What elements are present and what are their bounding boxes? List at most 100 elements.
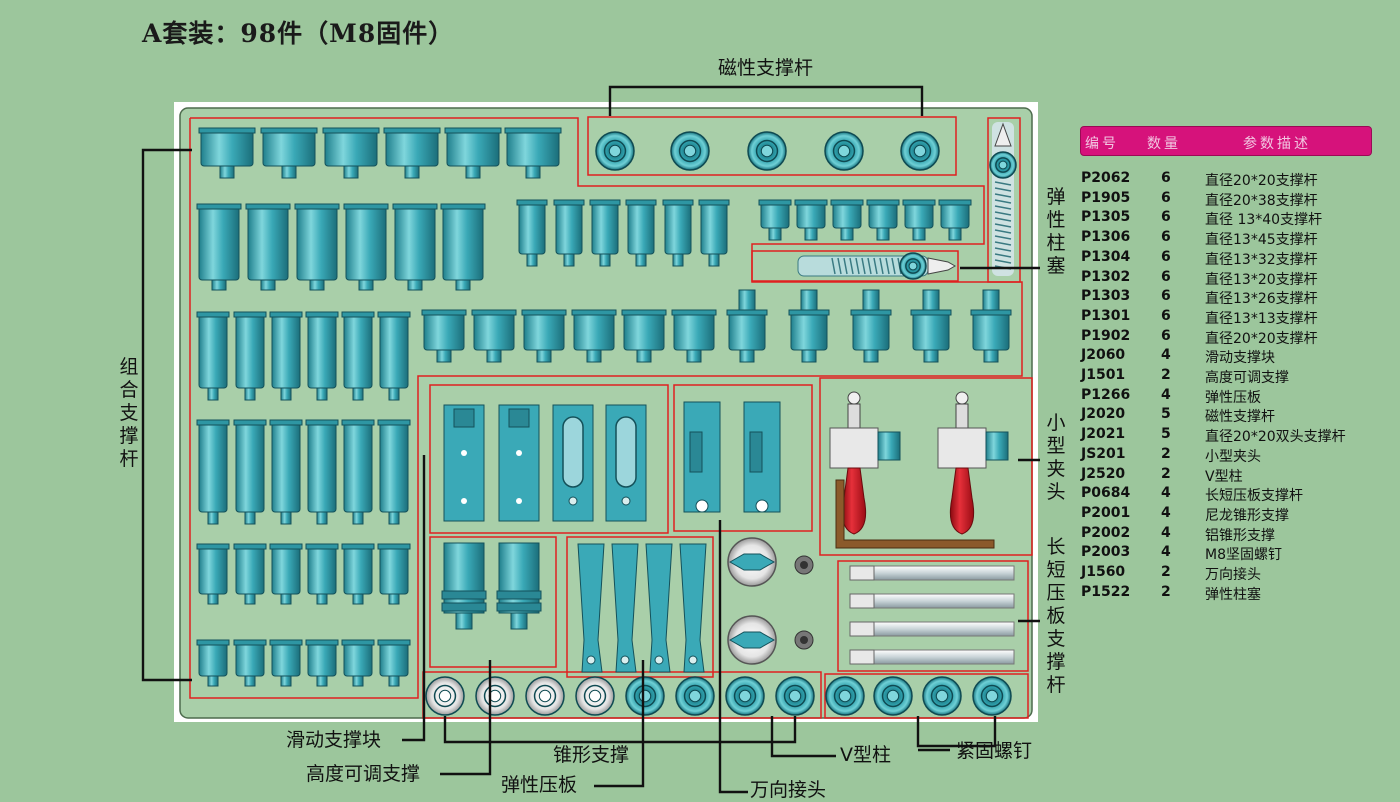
screw-socket [800,636,808,644]
part-desc: 滑动支撑块 [1205,350,1275,367]
plunger-coil [849,257,854,275]
plunger-coil [994,217,1012,222]
part-code: J2021 [1081,426,1126,443]
rod-20x20-cap [383,127,441,134]
rod-13x26-cap [662,199,694,206]
part-qty: 6 [1161,307,1171,324]
parts-layer [196,122,1017,716]
double-rod [972,309,1010,351]
rod-13x20-cap [269,639,303,646]
label-spring-plunger: 弹性柱塞 [1046,186,1066,277]
plunger-coil [994,259,1012,264]
cone-support-aluminum-hole [788,689,802,703]
part-qty: 6 [1161,327,1171,344]
rod-13x32 [343,543,373,595]
rod-13x40 [343,311,373,389]
part-code: P1305 [1081,209,1131,226]
rod-13x13-cap [902,199,936,206]
part-qty: 4 [1161,504,1171,521]
magnetic-rod-hole [683,144,697,158]
part-desc: V型柱 [1205,468,1243,485]
rod-20x20-cap [198,127,256,134]
slide-block-hole [568,496,578,506]
part-qty: 6 [1161,248,1171,265]
slide-block-head [453,408,475,428]
rod-13x26 [700,199,728,255]
v-post-groove [728,553,776,571]
plunger-coil [831,257,836,275]
universal-joint-part [749,431,763,473]
rod-20x20b [623,309,665,351]
rod-13x26 [518,199,546,255]
part-qty: 6 [1161,189,1171,206]
rod-13x45 [235,419,265,513]
plunger-ring-hole [998,160,1008,170]
rod-13x20-cap [196,639,230,646]
slide-block-slot [615,416,637,488]
rod-13x45 [307,419,337,513]
plunger-coil [994,187,1012,192]
slide-block-hole [461,450,467,456]
rod-13x40-cap [269,311,303,318]
part-code: P1304 [1081,248,1131,265]
plate-support-rod-end [849,621,875,637]
rod-13x45 [343,419,373,513]
plate-support-rod-end [849,565,875,581]
plunger-coil [994,247,1012,252]
double-rod [852,309,890,351]
fastening-screw-inner [881,684,905,708]
rod-20x38 [442,203,484,281]
rod-13x32-cap [341,543,375,550]
clamp-body [937,427,987,469]
rod-13x26-cap [698,199,730,206]
plunger-coil [867,257,872,275]
label-combo-rod: 组合支撑杆 [119,356,139,470]
plunger-coil [873,257,878,275]
part-qty: 2 [1161,465,1171,482]
double-rod-top [738,289,756,311]
rod-13x40-cap [341,311,375,318]
label-magnetic-rod: 磁性支撑杆 [718,57,814,79]
part-qty: 2 [1161,583,1171,600]
spring-plate-hole [620,655,630,665]
rod-20x38 [247,203,289,281]
part-desc: 直径20*38支撑杆 [1205,192,1318,209]
rod-13x32 [379,543,409,595]
part-desc: M8坚固螺钉 [1205,547,1282,564]
rod-13x13-cap [758,199,792,206]
part-desc: 铝锥形支撑 [1205,527,1275,544]
rod-13x45 [271,419,301,513]
cone-support-aluminum-inner [633,684,657,708]
plunger-coil [994,253,1012,258]
height-adjust-band [441,590,487,600]
rod-20x38 [394,203,436,281]
rod-13x45-cap [341,419,375,426]
part-code: P0684 [1081,485,1131,502]
part-code: J2020 [1081,406,1126,423]
part-code: P1266 [1081,386,1131,403]
rod-13x20-cap [233,639,267,646]
plunger-ring-inner [905,258,921,274]
rod-13x26 [664,199,692,255]
slide-block-hole [621,496,631,506]
rod-20x20-cap [444,127,502,134]
double-rod-top [862,289,880,311]
slide-block-hole [516,450,522,456]
plunger-coil [861,257,866,275]
label-spring-plate: 弹性压板 [501,774,578,796]
plunger-coil [994,193,1012,198]
fastening-screw-hole [985,689,999,703]
double-rod-cap [970,309,1012,316]
magnetic-rod-hole [913,144,927,158]
part-code: J1560 [1081,564,1126,580]
magnetic-rod-hole [608,144,622,158]
rod-20x38 [296,203,338,281]
rod-13x45-cap [233,419,267,426]
rod-13x26 [555,199,583,255]
